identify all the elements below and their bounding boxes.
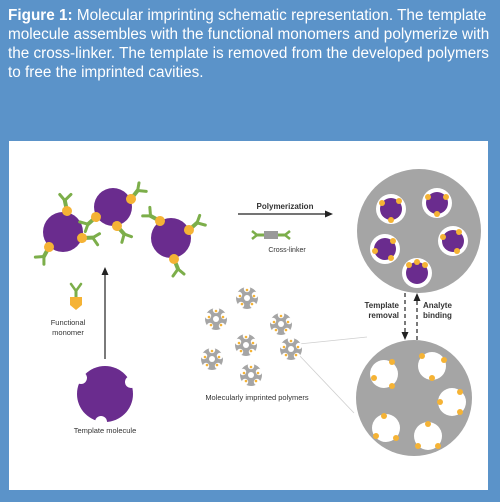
complex-1 <box>30 190 104 268</box>
caption-figure-number: Figure 1: <box>8 7 73 24</box>
template-removal-label-1: Template <box>364 301 399 310</box>
analyte-binding-label-1: Analyte <box>423 301 452 310</box>
cross-linker-icon <box>251 230 291 240</box>
zoom-lines <box>298 336 368 414</box>
polymer-with-templates <box>357 169 481 293</box>
cross-linker-label: Cross-linker <box>268 247 306 254</box>
functional-monomer-icon <box>69 282 83 310</box>
template-monomer-complexes <box>30 179 209 278</box>
functional-monomer-label-2: monomer <box>52 328 84 337</box>
diagram-panel: Polymerization Cross-linker <box>9 141 488 490</box>
polymerization-arrow: Polymerization <box>238 202 333 218</box>
figure-caption: Figure 1: Molecular imprinting schematic… <box>8 6 494 82</box>
polymerization-label: Polymerization <box>257 202 314 211</box>
imprinting-schematic: Polymerization Cross-linker <box>30 169 481 456</box>
caption-text: Molecular imprinting schematic represent… <box>8 7 490 81</box>
template-removal-label-2: removal <box>368 311 399 320</box>
complex-3 <box>139 202 209 278</box>
template-molecule <box>75 366 137 428</box>
analyte-binding-label-2: binding <box>423 311 452 320</box>
template-molecule-label: Template molecule <box>74 426 137 435</box>
mip-label: Molecularly imprinted polymers <box>205 393 309 402</box>
complex-2 <box>76 179 151 246</box>
mip-cluster <box>200 285 303 386</box>
imprinted-polymer <box>356 340 472 456</box>
assembly-arrow <box>101 267 109 359</box>
functional-monomer-label-1: Functional <box>51 318 86 327</box>
removal-binding-arrows: Template removal Analyte binding <box>364 293 452 340</box>
